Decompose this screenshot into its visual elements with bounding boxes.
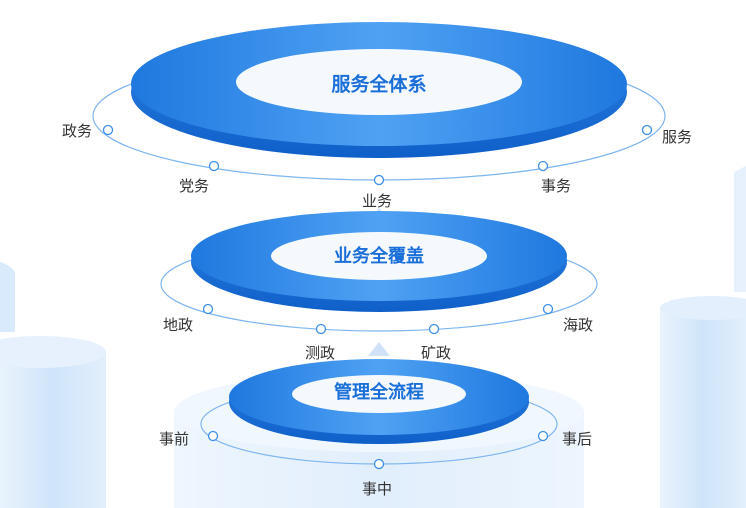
label-middle-3: 海政: [563, 316, 593, 334]
label-bottom-0: 事前: [159, 430, 189, 448]
label-middle-0: 地政: [163, 316, 193, 334]
label-middle-1: 测政: [305, 344, 335, 362]
node-top-0: [102, 124, 114, 136]
node-bottom-1: [373, 458, 385, 470]
node-middle-1: [315, 323, 327, 335]
layer-management-process: 管理全流程 事前 事中 事后: [159, 359, 592, 498]
ring-middle-hole: [271, 232, 487, 280]
layer-business-coverage: 业务全覆盖 地政 测政 矿政 海政: [160, 211, 598, 362]
ring-top-hole: [236, 49, 522, 115]
ring-title-bottom: 管理全流程: [334, 381, 424, 403]
label-bottom-2: 事后: [562, 430, 592, 448]
label-bottom-1: 事中: [362, 480, 392, 498]
arrow-up-2: [368, 342, 390, 356]
node-top-3: [537, 160, 549, 172]
ring-title-middle: 业务全覆盖: [334, 245, 424, 267]
node-bottom-2: [537, 430, 549, 442]
node-middle-2: [428, 323, 440, 335]
label-top-3: 事务: [541, 177, 571, 195]
node-top-1: [208, 160, 220, 172]
layer-service-system: 服务全体系 政务 党务 业务 事务 服务: [62, 22, 692, 210]
label-top-4: 服务: [662, 128, 692, 146]
ring-title-top: 服务全体系: [331, 73, 426, 96]
node-middle-3: [542, 303, 554, 315]
label-top-2: 业务: [362, 192, 392, 210]
node-top-2: [373, 174, 385, 186]
node-bottom-0: [207, 430, 219, 442]
node-middle-0: [202, 303, 214, 315]
label-top-0: 政务: [62, 122, 92, 140]
node-top-4: [641, 124, 653, 136]
ring-bottom-hole: [292, 375, 466, 413]
label-middle-2: 矿政: [421, 344, 451, 362]
label-top-1: 党务: [179, 177, 209, 195]
